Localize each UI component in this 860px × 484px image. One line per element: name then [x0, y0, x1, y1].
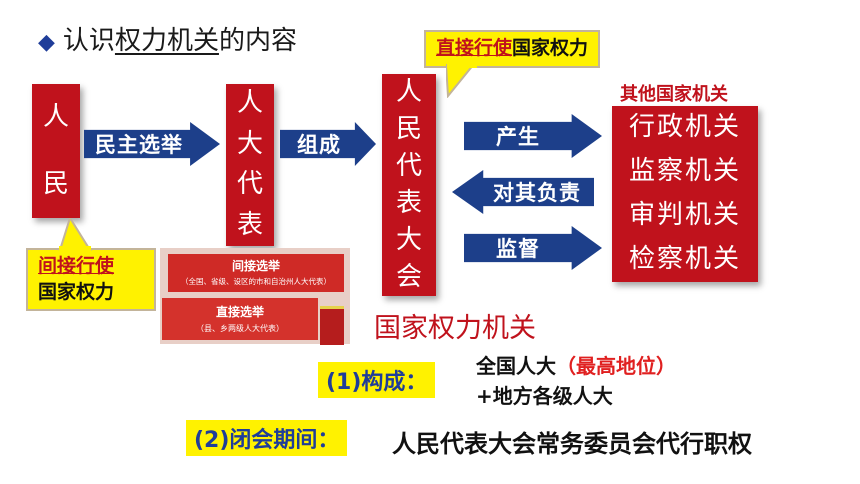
direct-election-board: 直接选举 （县、乡两级人大代表）: [162, 298, 318, 340]
arrow-compose: 组成: [280, 122, 376, 166]
people-box: 人 民: [32, 84, 80, 218]
organ-item: 监察机关: [628, 156, 741, 187]
organ-item: 检察机关: [628, 244, 741, 275]
indirect-election-board: 间接选举 （全国、省级、设区的市和自治州人大代表）: [168, 254, 344, 292]
composition-label: (1)构成：: [318, 362, 436, 398]
callout-pointer: [446, 64, 477, 98]
composition-line1: 全国人大（最高地位）: [476, 354, 676, 378]
diamond-bullet-icon: ◆: [38, 30, 55, 55]
other-organs-header: 其他国家机关: [620, 84, 728, 105]
callout-indirect: 间接行使 国家权力: [26, 218, 156, 312]
arrow-democratic-election: 民主选举: [84, 122, 220, 166]
recess-text: 人民代表大会常务委员会代行职权: [392, 430, 752, 458]
callout-direct: 直接行使国家权力: [424, 30, 601, 98]
organ-item: 审判机关: [628, 200, 741, 231]
recess-label: (2)闭会期间：: [186, 420, 348, 456]
state-power-organs-label: 国家权力机关: [374, 313, 536, 344]
arrow-produce: 产生: [464, 114, 602, 158]
arrow-responsible: 对其负责: [452, 170, 594, 214]
npc-deputies-box: 人 大 代 表: [226, 84, 274, 246]
ballot-box: [320, 306, 344, 345]
peoples-congress-box: 人 民 代 表 大 会: [382, 74, 436, 296]
composition-line2: +地方各级人大: [476, 384, 613, 408]
callout-pointer: [58, 218, 92, 252]
organ-item: 行政机关: [628, 112, 741, 143]
other-organs-box: 行政机关 监察机关 审判机关 检察机关: [612, 106, 758, 282]
title-underlined: 权力机关: [114, 26, 219, 56]
page-title: ◆认识权力机关的内容: [38, 26, 297, 56]
election-photo: 间接选举 （全国、省级、设区的市和自治州人大代表） 直接选举 （县、乡两级人大代…: [160, 248, 350, 345]
arrow-supervise: 监督: [464, 226, 602, 270]
